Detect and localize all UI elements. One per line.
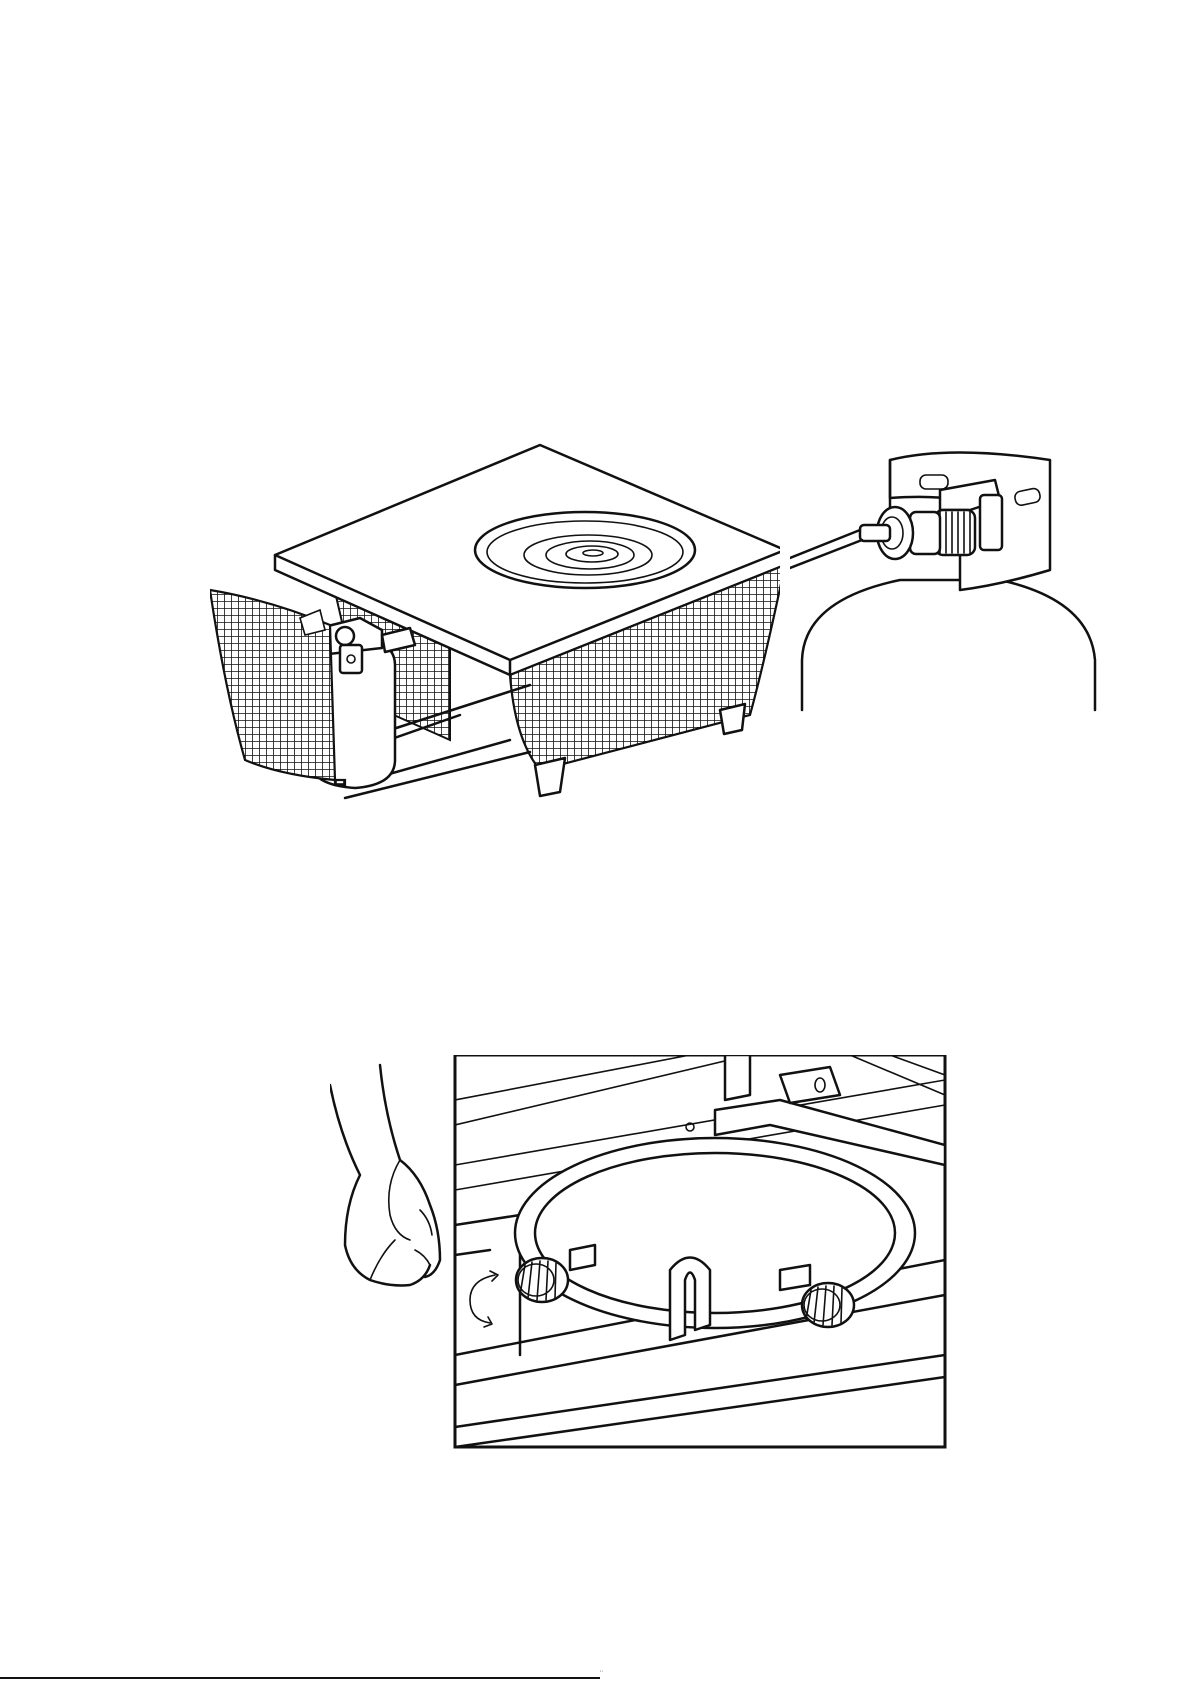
footer-mark: ¨ xyxy=(600,1669,603,1679)
propane-cylinder-valve-icon xyxy=(790,440,1120,715)
fire-table-with-propane-tank-icon xyxy=(210,440,780,840)
propane-cylinder-figure xyxy=(790,440,1120,715)
burner-ring-knob-icon xyxy=(330,1055,950,1455)
footer-rule xyxy=(0,1677,600,1679)
hand-icon xyxy=(330,1065,440,1285)
fire-table-figure xyxy=(210,440,780,840)
burner-adjustment-figure xyxy=(330,1055,950,1455)
